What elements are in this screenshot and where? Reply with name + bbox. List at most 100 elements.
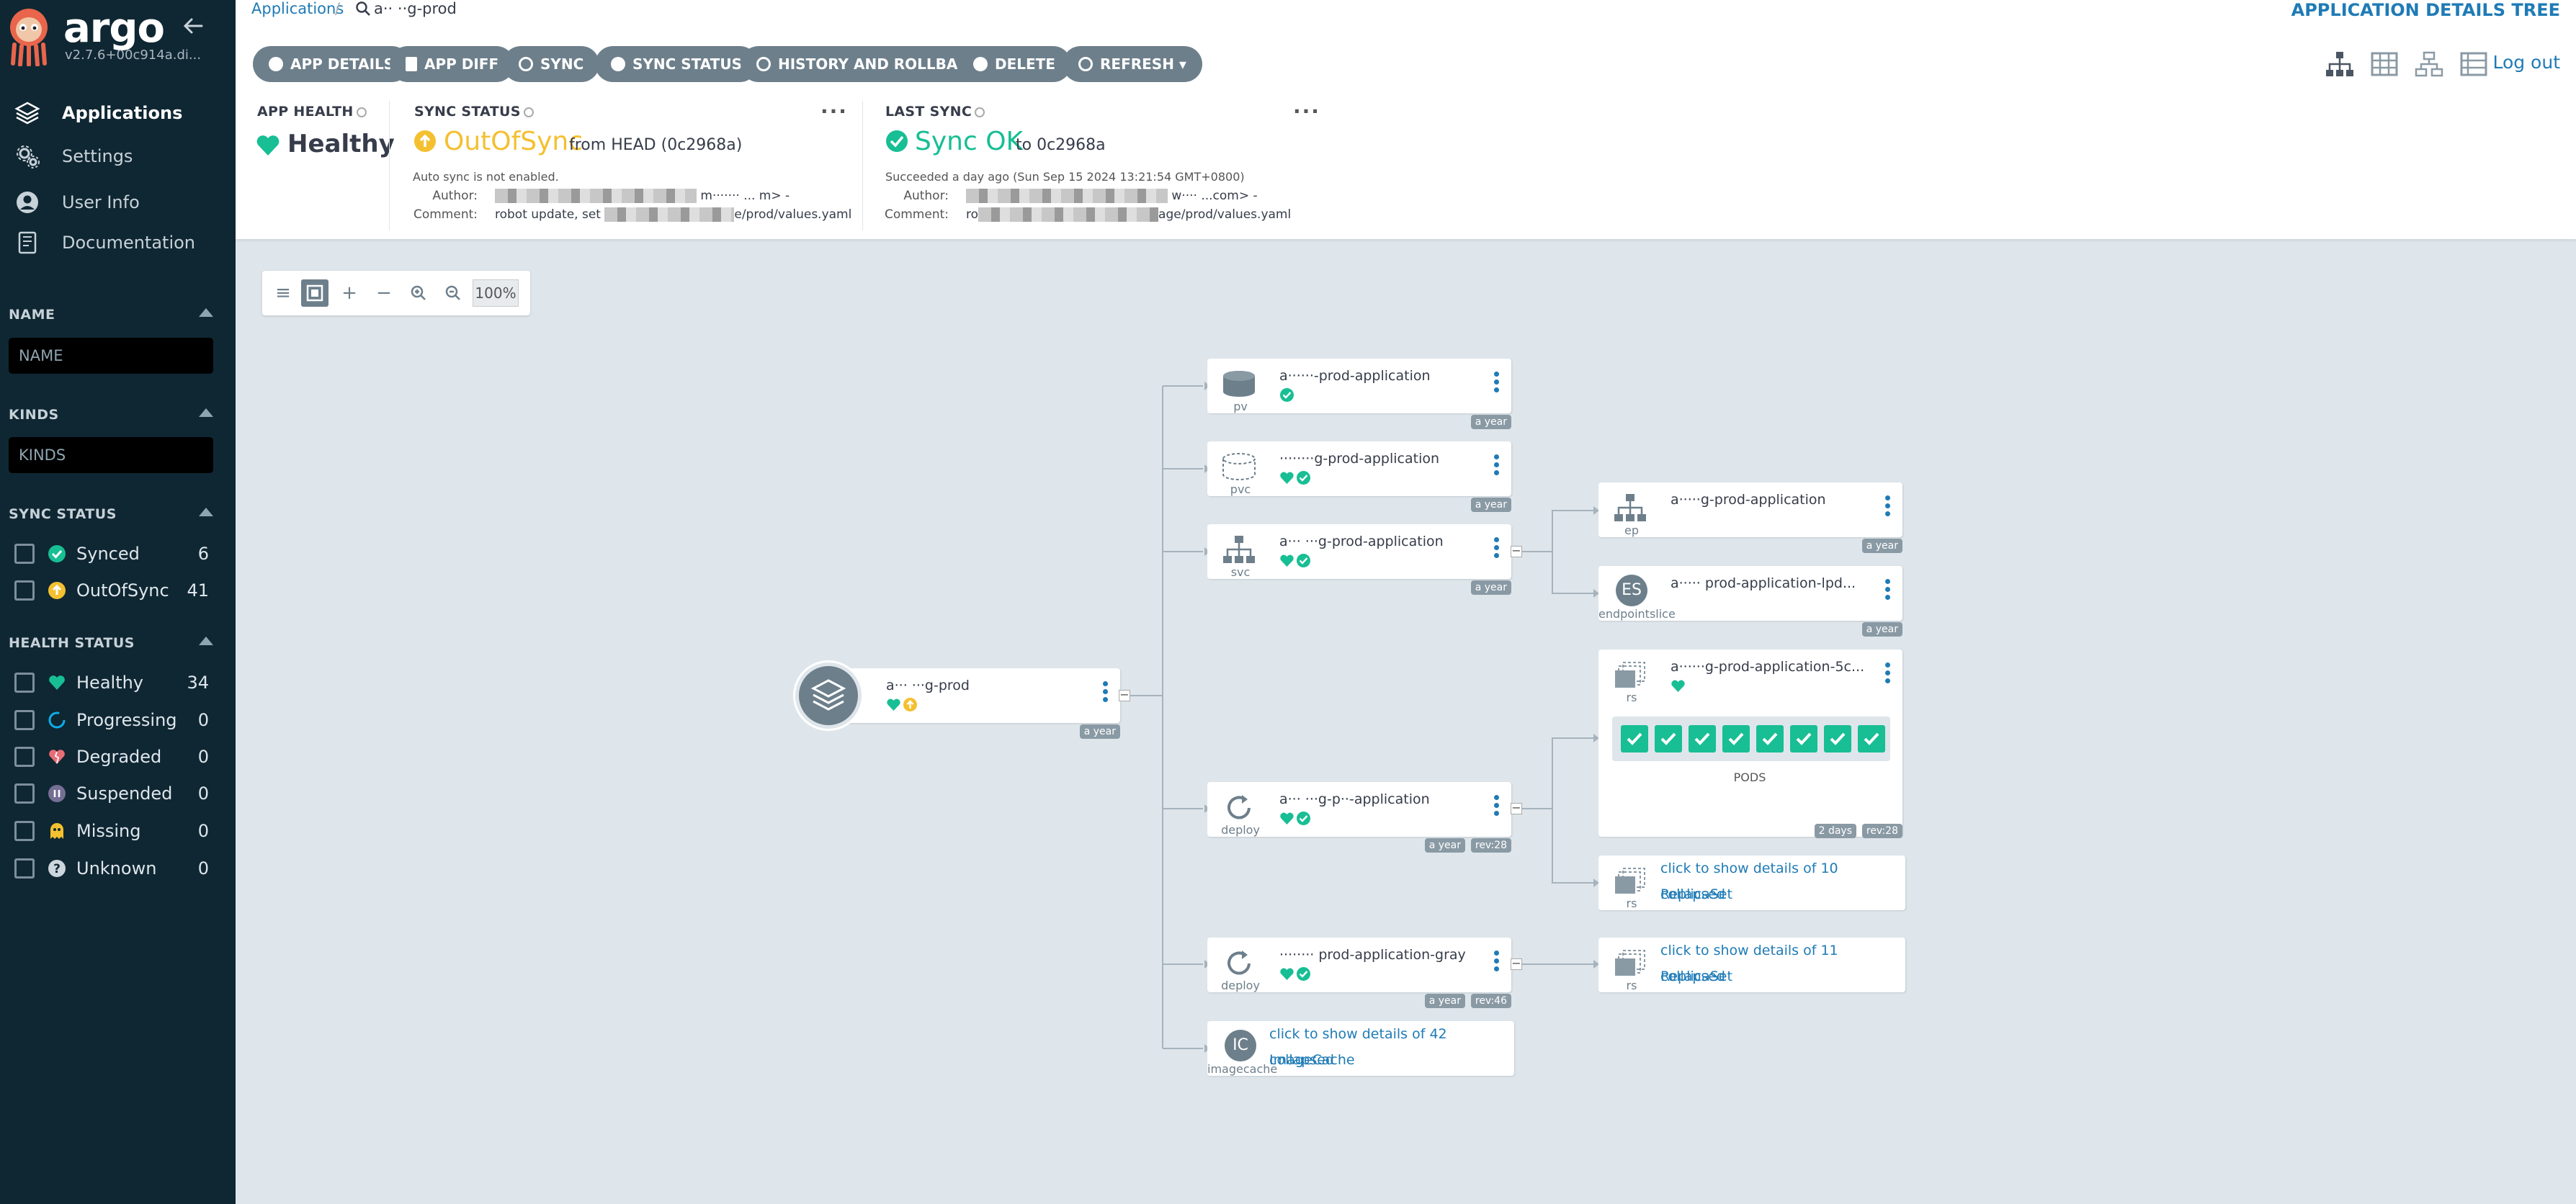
pod-tile[interactable] xyxy=(1621,725,1648,752)
nav-applications[interactable]: Applications xyxy=(14,95,231,131)
node-menu-icon[interactable] xyxy=(1885,579,1891,605)
collapsed-kind-link[interactable]: ReplicaSet xyxy=(1660,969,1732,984)
pod-tile[interactable] xyxy=(1655,725,1682,752)
nav-user-info[interactable]: User Info xyxy=(14,184,231,220)
history-and-rollback-button[interactable]: HISTORY AND ROLLBACK xyxy=(741,46,996,82)
filter-outofsync[interactable]: OutOfSync 41 xyxy=(14,576,216,605)
help-icon[interactable] xyxy=(356,107,367,117)
app-health-title: APP HEALTH xyxy=(257,104,367,120)
kinds-filter-collapse-icon[interactable] xyxy=(199,408,213,417)
collapsed-kind-link[interactable]: ImageCache xyxy=(1269,1052,1355,1068)
collapse-all-icon[interactable]: − xyxy=(376,282,392,304)
sync-status-filter-title: SYNC STATUS xyxy=(9,506,117,522)
nav-documentation[interactable]: Documentation xyxy=(14,225,231,261)
rs-collapsed-node[interactable]: rs click to show details of 11 collapsed… xyxy=(1598,938,1905,992)
pod-tile[interactable] xyxy=(1689,725,1716,752)
sync-status-collapse-icon[interactable] xyxy=(199,508,213,516)
node-menu-icon[interactable] xyxy=(1103,681,1109,707)
nav-settings[interactable]: Settings xyxy=(14,138,231,174)
last-sync-more-icon[interactable]: ··· xyxy=(1293,99,1320,123)
delete-button[interactable]: DELETE xyxy=(957,46,1071,82)
node-menu-icon[interactable] xyxy=(1494,454,1500,480)
zoom-out-icon[interactable] xyxy=(439,279,467,307)
ep-node[interactable]: ep a·····g-prod-application a year xyxy=(1598,482,1902,553)
filter-count: 0 xyxy=(197,747,209,767)
filter-suspended[interactable]: Suspended 0 xyxy=(14,779,216,808)
filter-unknown[interactable]: ? Unknown 0 xyxy=(14,854,216,883)
collapsed-details-link[interactable]: click to show details of 11 collapsed xyxy=(1660,943,1838,984)
logout-link[interactable]: Log out xyxy=(2492,52,2560,73)
collapsed-kind-link[interactable]: ReplicaSet xyxy=(1660,886,1732,902)
pod-tile[interactable] xyxy=(1790,725,1817,752)
collapse-toggle[interactable]: − xyxy=(1119,688,1130,701)
refresh-button[interactable]: REFRESH ▾ xyxy=(1063,46,1202,82)
name-filter-collapse-icon[interactable] xyxy=(199,308,213,317)
book-icon xyxy=(18,231,37,254)
checkbox[interactable] xyxy=(14,544,35,564)
node-menu-icon[interactable] xyxy=(1885,662,1891,688)
collapsed-details-link[interactable]: click to show details of 10 collapsed xyxy=(1660,861,1838,902)
filter-healthy[interactable]: Healthy 34 xyxy=(14,668,216,697)
rs-collapsed-node[interactable]: rs click to show details of 10 collapsed… xyxy=(1598,855,1905,910)
sync-status-more-icon[interactable]: ··· xyxy=(820,99,848,123)
svc-node[interactable]: svc a··· ···g-prod-application a year xyxy=(1207,524,1511,595)
pod-tile[interactable] xyxy=(1824,725,1851,752)
node-menu-icon[interactable] xyxy=(1494,372,1500,397)
kind-label: rs xyxy=(1626,897,1637,910)
filter-degraded[interactable]: Degraded 0 xyxy=(14,742,216,771)
collapse-toggle[interactable]: − xyxy=(1511,956,1522,970)
zoom-level[interactable]: 100% xyxy=(473,279,519,307)
expand-all-icon[interactable]: + xyxy=(341,282,357,304)
compact-view-icon[interactable]: ≡ xyxy=(275,282,291,304)
deploy-node[interactable]: deploy a··· ···g-p··-application a year … xyxy=(1207,782,1511,853)
checkbox[interactable] xyxy=(14,783,35,804)
name-filter-input[interactable]: NAME xyxy=(9,338,213,374)
sync-button[interactable]: SYNC xyxy=(503,46,600,82)
imagecache-collapsed-node[interactable]: IC imagecache click to show details of 4… xyxy=(1207,1021,1514,1076)
deploy-gray-node[interactable]: deploy ········ prod-application-gray a … xyxy=(1207,938,1511,1008)
endpointslice-node[interactable]: ES endpointslice a····· prod-application… xyxy=(1598,566,1902,637)
breadcrumb-applications-link[interactable]: Applications xyxy=(251,0,344,17)
pv-node[interactable]: pv a······-prod-application a year xyxy=(1207,359,1511,429)
list-view-icon[interactable] xyxy=(2459,50,2489,78)
checkbox[interactable] xyxy=(14,858,35,879)
checkbox[interactable] xyxy=(14,710,35,730)
sync-author-value: m······· ... m> - xyxy=(495,189,790,203)
node-menu-icon[interactable] xyxy=(1494,537,1500,563)
filter-synced[interactable]: Synced 6 xyxy=(14,539,216,568)
checkbox[interactable] xyxy=(14,821,35,841)
help-icon[interactable] xyxy=(523,107,534,117)
filter-progressing[interactable]: Progressing 0 xyxy=(14,706,216,734)
node-menu-icon[interactable] xyxy=(1494,951,1500,976)
pod-tile[interactable] xyxy=(1756,725,1784,752)
help-icon[interactable] xyxy=(975,107,985,117)
pvc-node[interactable]: pvc ········g-prod-application a year xyxy=(1207,441,1511,512)
collapse-toggle[interactable]: − xyxy=(1511,801,1522,814)
sync-status-button[interactable]: SYNC STATUS xyxy=(595,46,758,82)
search-icon[interactable] xyxy=(355,1,371,17)
tree-view-icon[interactable] xyxy=(2325,50,2355,78)
pod-tile[interactable] xyxy=(1858,725,1885,752)
check-icon xyxy=(1796,732,1812,745)
checkbox[interactable] xyxy=(14,747,35,767)
pod-tile[interactable] xyxy=(1722,725,1750,752)
filter-missing[interactable]: Missing 0 xyxy=(14,817,216,845)
pods-grid-view-icon[interactable] xyxy=(2369,50,2400,78)
app-root-node[interactable]: a··· ···g-prod a year xyxy=(828,668,1120,739)
node-menu-icon[interactable] xyxy=(1885,495,1891,521)
collapsed-details-link[interactable]: click to show details of 42 collapsed xyxy=(1269,1026,1447,1068)
app-details-button[interactable]: APP DETAILS xyxy=(253,46,411,82)
zoom-in-icon[interactable] xyxy=(405,279,432,307)
collapse-toggle[interactable]: − xyxy=(1511,544,1522,557)
node-name: a··· ···g-prod xyxy=(886,678,970,693)
health-status-collapse-icon[interactable] xyxy=(199,637,213,645)
checkbox[interactable] xyxy=(14,580,35,601)
app-diff-button[interactable]: APP DIFF xyxy=(390,46,515,82)
kinds-filter-input[interactable]: KINDS xyxy=(9,437,213,473)
nav-label: User Info xyxy=(62,192,140,212)
node-menu-icon[interactable] xyxy=(1494,795,1500,821)
group-nodes-icon[interactable] xyxy=(301,279,328,307)
network-view-icon[interactable] xyxy=(2414,50,2444,78)
collapse-sidebar-icon[interactable] xyxy=(180,13,206,39)
checkbox[interactable] xyxy=(14,673,35,693)
